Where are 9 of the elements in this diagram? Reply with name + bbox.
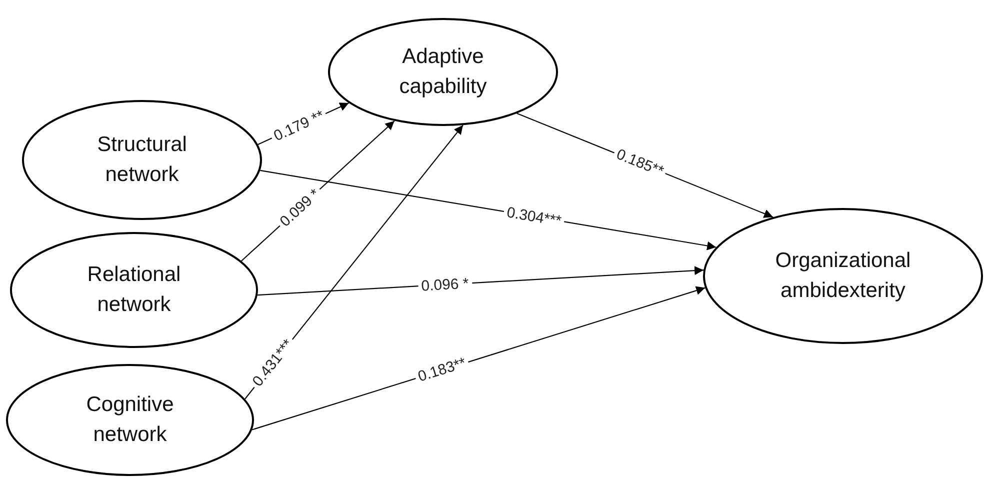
ellipse-node [328,18,558,126]
node-label: Organizational ambidexterity [774,248,912,304]
node-label: Structural network [96,132,188,188]
node-label: Adaptive capability [398,44,488,100]
node-label: Cognitive network [85,392,175,448]
ellipse-node [6,364,254,476]
node-label: Relational network [86,262,182,318]
ellipse-node [703,208,983,344]
ellipse-node [22,100,262,220]
